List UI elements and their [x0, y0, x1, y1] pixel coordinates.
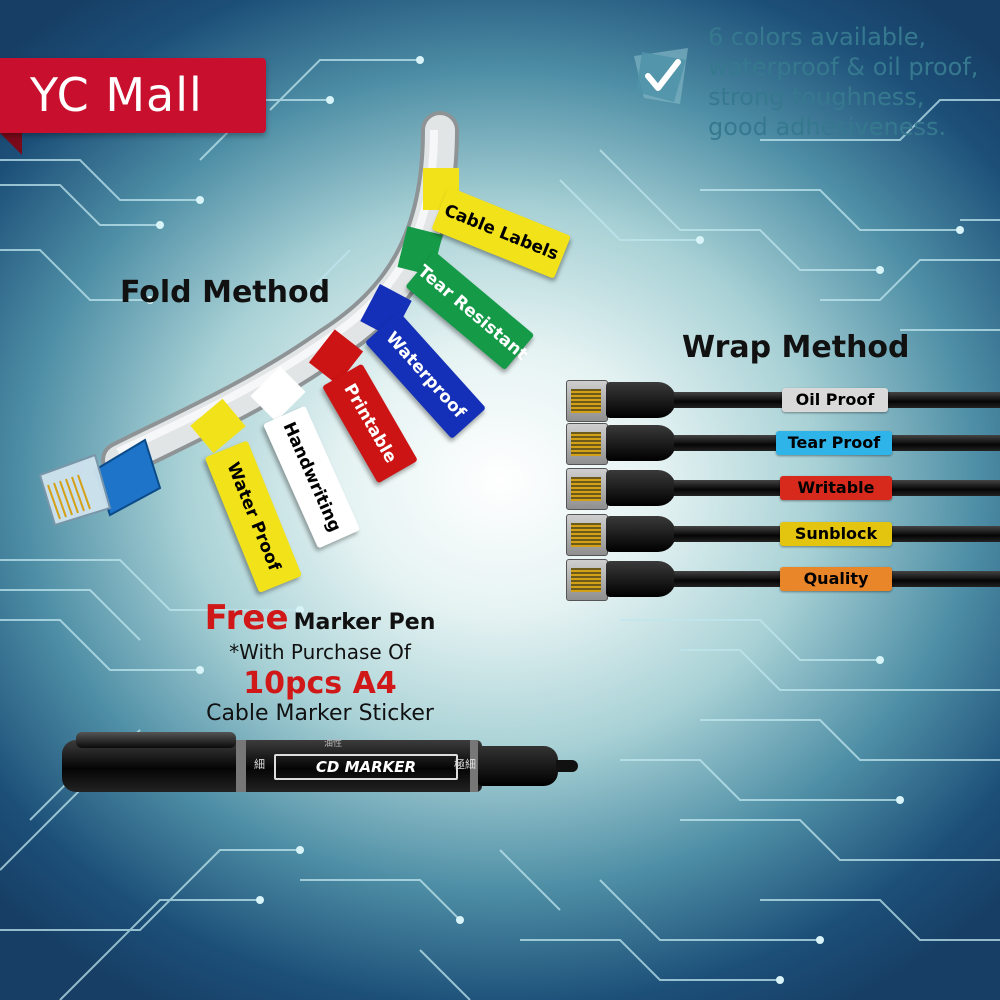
rj45-connector — [566, 559, 608, 601]
feature-line: strong toughness, — [708, 83, 925, 111]
brand-ribbon-tail — [0, 133, 22, 155]
wrap-label-quality: Quality — [780, 567, 892, 591]
promo-item: Marker Pen — [293, 610, 436, 635]
feature-line: 6 colors available, — [708, 23, 927, 51]
promo-free: Free — [204, 598, 289, 638]
pen-top-mark: 油性 — [324, 739, 343, 749]
free-gift-promo: Free Marker Pen *With Purchase Of 10pcs … — [170, 598, 470, 726]
wrap-cable: Tear Proof — [566, 423, 1000, 465]
wrap-label-sunblock: Sunblock — [780, 522, 892, 546]
wrap-label-oil-proof: Oil Proof — [782, 388, 888, 412]
rj45-connector — [566, 380, 608, 422]
fold-method-heading: Fold Method — [120, 275, 331, 310]
check-badge-icon — [634, 48, 688, 104]
feature-line: good adhesiveness. — [708, 113, 947, 141]
rj45-connector-blue — [38, 438, 162, 527]
wrap-cable: Sunblock — [566, 514, 1000, 556]
rj45-connector — [566, 423, 608, 465]
wrap-cable: Oil Proof — [566, 380, 1000, 422]
wrap-method-heading: Wrap Method — [682, 330, 910, 365]
brand-name: YC Mall — [30, 68, 203, 122]
pen-label: CD MARKER — [274, 754, 458, 780]
wrap-cable: Writable — [566, 468, 1000, 510]
wrap-label-writable: Writable — [780, 476, 892, 500]
rj45-connector — [566, 514, 608, 556]
marker-pen-image: 油性 細 CD MARKER 極細 — [62, 732, 582, 802]
pen-right-mark: 極細 — [454, 758, 476, 771]
wrap-label-tear-proof: Tear Proof — [776, 431, 892, 455]
brand-logo: YC Mall — [0, 58, 266, 133]
feature-list: 6 colors available, waterproof & oil pro… — [708, 22, 998, 142]
feature-line: waterproof & oil proof, — [708, 53, 979, 81]
promo-quantity: 10pcs A4 — [243, 666, 397, 701]
rj45-connector — [566, 468, 608, 510]
wrap-cable: Quality — [566, 559, 1000, 601]
pen-left-mark: 細 — [254, 758, 265, 771]
promo-product: Cable Marker Sticker — [206, 701, 434, 726]
promo-condition: *With Purchase Of — [229, 640, 411, 664]
